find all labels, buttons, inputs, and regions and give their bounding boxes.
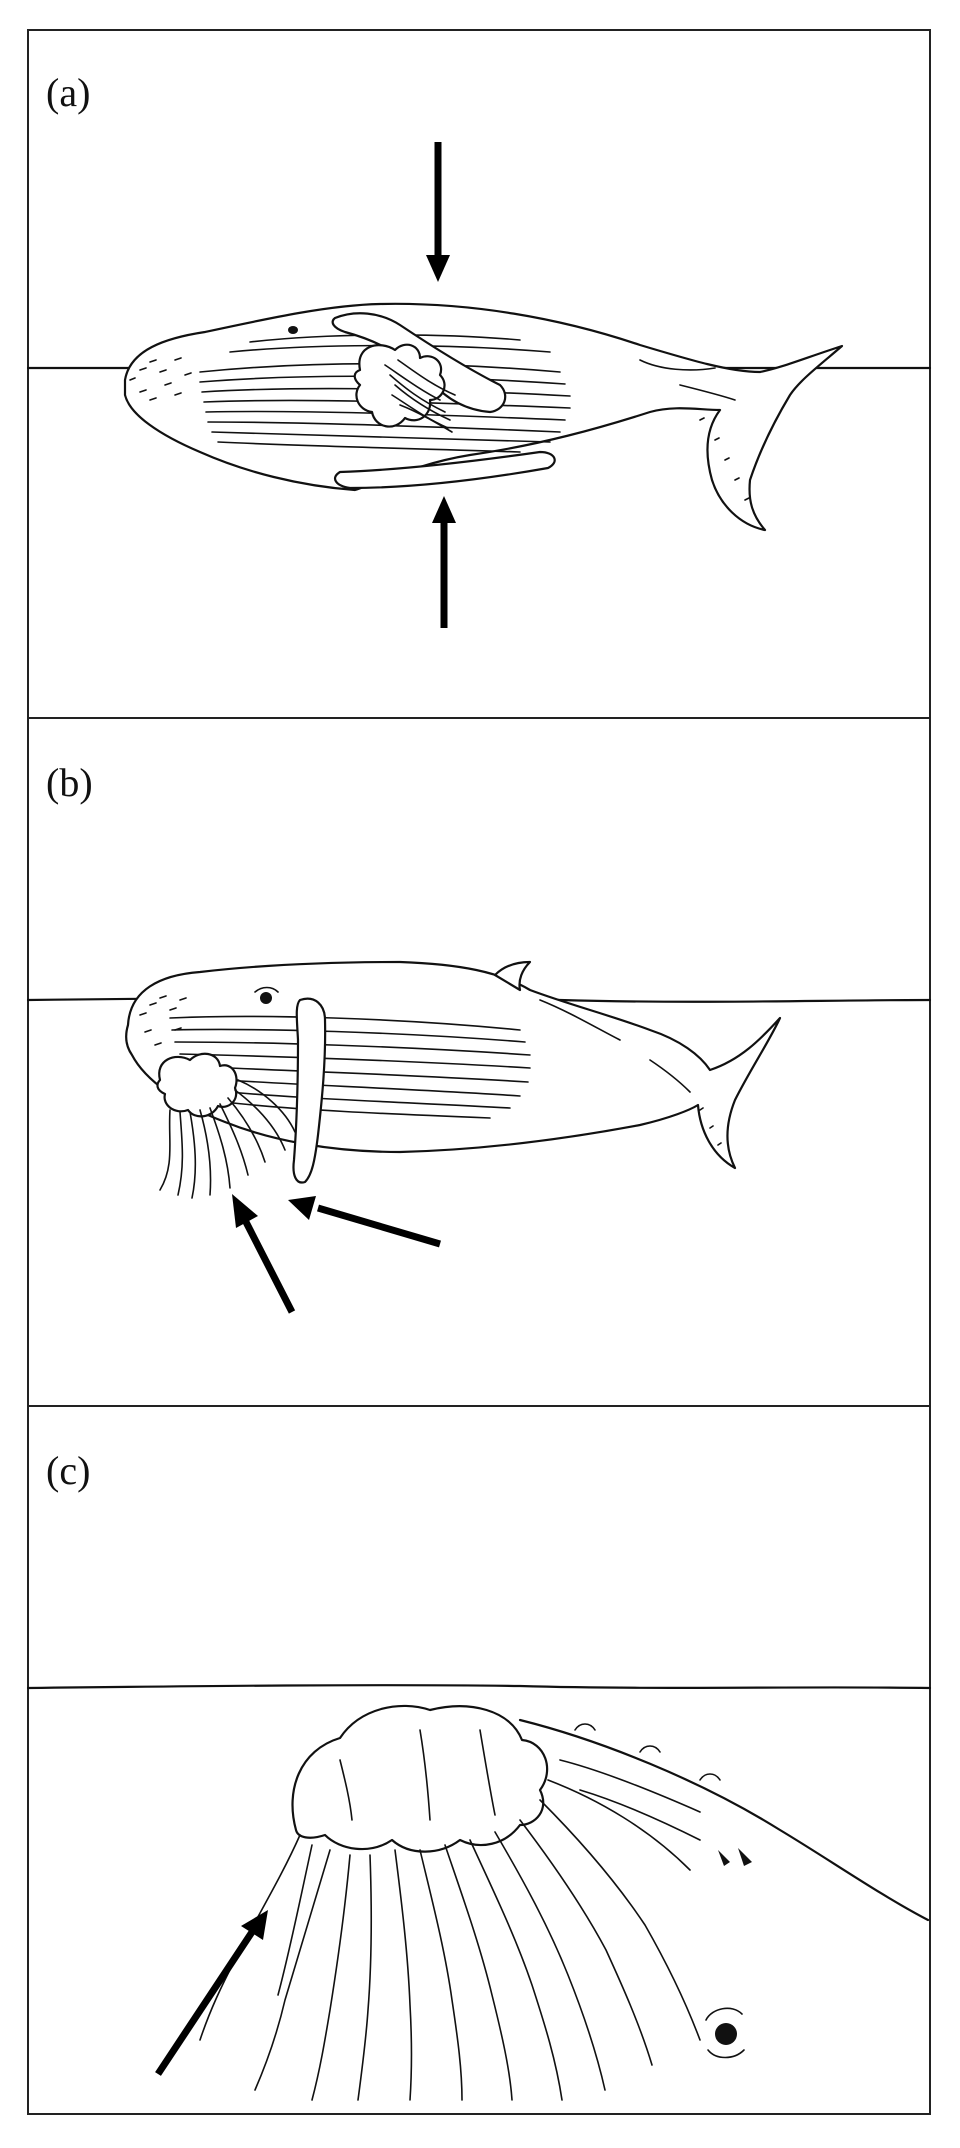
blowhole-mark-right (738, 1848, 752, 1866)
arrow-down-a (426, 142, 450, 282)
jellyfish-c (199, 1704, 701, 2101)
head-knobs-c (574, 1723, 721, 1781)
arrow-diagonal-upright-c (155, 1910, 268, 2076)
whale-eye-b (260, 992, 272, 1004)
panel-c-frame (27, 1405, 931, 2115)
whale-dorsal-view (123, 302, 844, 532)
arrow-left-b (288, 1196, 441, 1248)
panel-c: (c) (26, 1405, 932, 2115)
whale-eye-a (288, 326, 298, 334)
body-markings-b (539, 999, 722, 1146)
tail-markings-a (639, 359, 750, 501)
jellyfish-b (156, 1052, 296, 1199)
dorsal-fin-b (493, 960, 532, 992)
whale-head-closeup (518, 1718, 930, 2059)
panel-b-label: (b) (46, 760, 93, 805)
water-surface-c (26, 1684, 932, 1690)
rostrum-tubercles-a (129, 357, 192, 401)
panel-c-label: (c) (46, 1448, 90, 1493)
lower-flipper-a (333, 450, 556, 490)
arrow-diagonal-upleft-b (232, 1194, 296, 1314)
arrow-up-a (432, 496, 456, 628)
jellyfish-a (353, 343, 456, 433)
whale-head-outline-c (518, 1718, 930, 1922)
panel-a: (a) (26, 29, 932, 719)
flipper-b (292, 997, 327, 1184)
panel-b: (b) (26, 717, 932, 1407)
blowhole-mark-left (718, 1850, 730, 1866)
head-tubercles-b (139, 995, 187, 1046)
panel-a-label: (a) (46, 70, 90, 115)
whale-eye-c (715, 2023, 737, 2045)
